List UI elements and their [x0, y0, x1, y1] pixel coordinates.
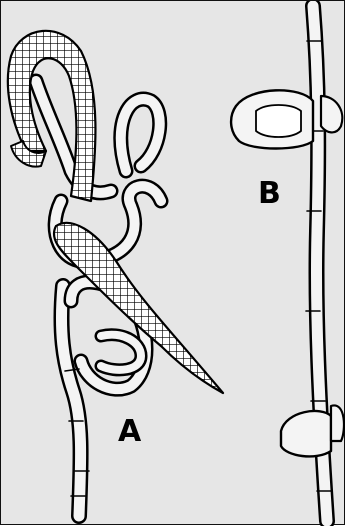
- label-b: B: [258, 179, 281, 209]
- label-a: A: [118, 417, 141, 447]
